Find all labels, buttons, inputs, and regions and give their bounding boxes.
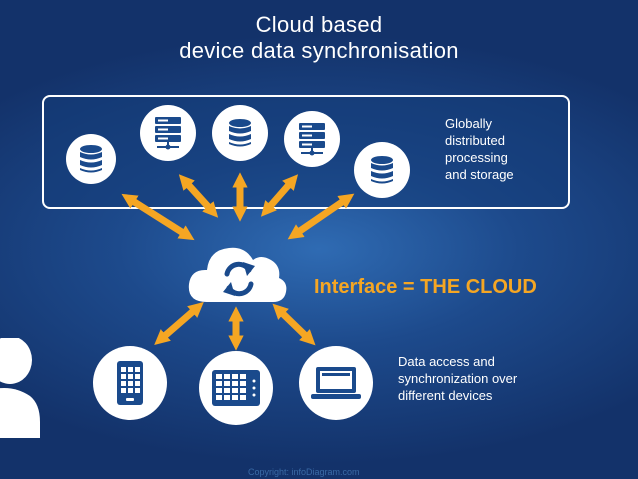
arrow-device-3 <box>272 303 316 346</box>
tablet-node <box>199 351 273 425</box>
devices-caption: Data access and synchronization over dif… <box>398 353 517 404</box>
arrow-storage-4 <box>260 174 299 217</box>
smartphone-icon <box>117 361 143 405</box>
arrow-storage-5 <box>287 193 355 240</box>
server-node-1 <box>140 105 196 161</box>
cloud-sync-icon <box>188 247 287 302</box>
server-rack-icon <box>299 123 325 156</box>
laptop-icon <box>311 367 361 399</box>
storage-caption-line-2: distributed <box>445 133 505 148</box>
laptop-node <box>299 346 373 420</box>
database-node-1 <box>66 134 116 184</box>
arrow-storage-1 <box>121 193 195 241</box>
storage-caption-line-1: Globally <box>445 116 492 131</box>
database-node-2 <box>212 105 268 161</box>
devices-caption-line-2: synchronization over <box>398 371 518 386</box>
devices-caption-line-1: Data access and <box>398 354 495 369</box>
storage-caption-line-4: and storage <box>445 167 514 182</box>
database-node-3 <box>354 142 410 198</box>
tablet-icon <box>212 370 260 406</box>
storage-caption-line-3: processing <box>445 150 508 165</box>
storage-caption: Globally distributed processing and stor… <box>445 115 514 183</box>
title-line-1: Cloud based <box>255 12 383 37</box>
interface-label: Interface = THE CLOUD <box>314 276 537 298</box>
server-rack-icon <box>155 117 181 150</box>
database-icon <box>229 119 251 147</box>
central-cloud <box>185 236 290 308</box>
title-line-2: device data synchronisation <box>179 38 459 63</box>
arrow-device-1 <box>154 301 204 346</box>
server-node-2 <box>284 111 340 167</box>
person-silhouette-icon <box>0 338 40 438</box>
database-icon <box>371 156 393 184</box>
smartphone-node <box>93 346 167 420</box>
devices-caption-line-3: different devices <box>398 388 493 403</box>
arrow-storage-2 <box>178 174 219 218</box>
copyright-text: Copyright: infoDiagram.com <box>248 467 360 477</box>
slide-title: Cloud based device data synchronisation <box>0 12 638 64</box>
database-icon <box>80 145 102 173</box>
